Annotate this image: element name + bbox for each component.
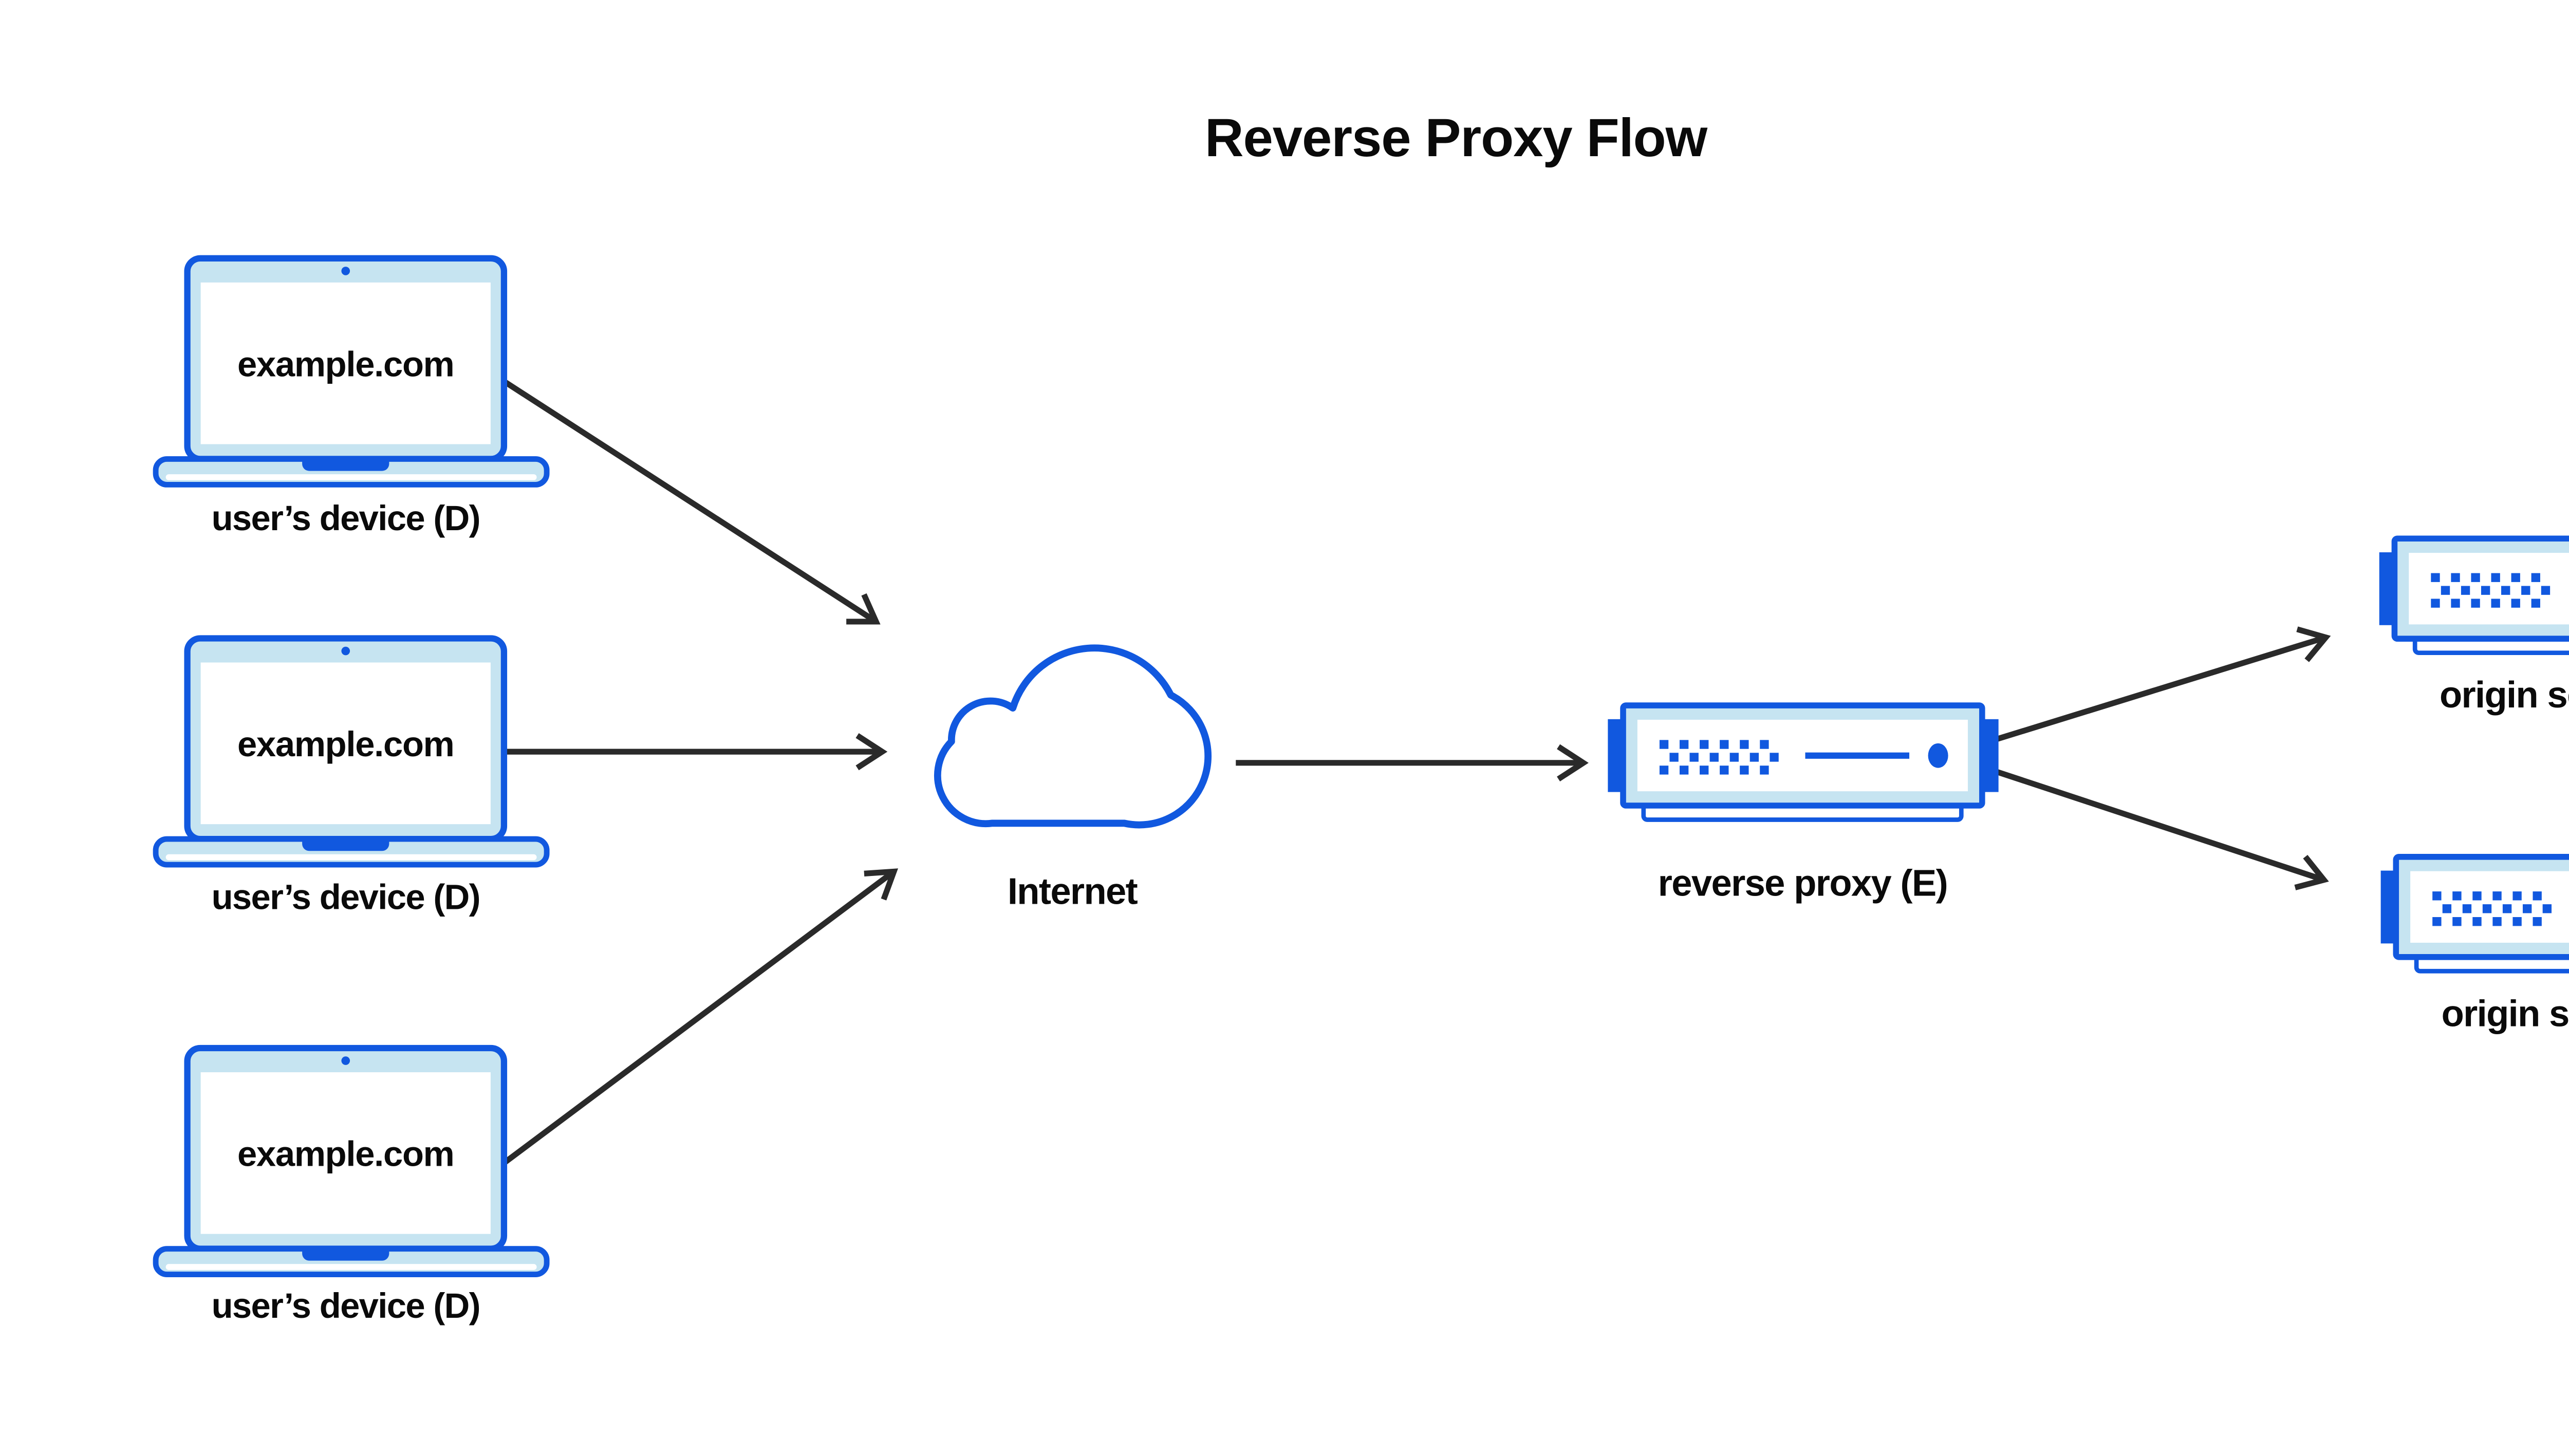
server-icon (2379, 538, 2569, 652)
device1-label: user’s device (D) (212, 498, 480, 538)
device3-label: user’s device (D) (212, 1286, 480, 1326)
arrow-device3-to-internet (501, 868, 898, 1166)
arrow-proxy-to-origin2 (1991, 767, 2329, 890)
device2-screen-text: example.com (237, 724, 454, 764)
device3-screen-text: example.com (237, 1134, 454, 1174)
arrow-device2-to-internet (501, 733, 888, 771)
arrowhead-icon (2296, 626, 2331, 662)
internet-label: Internet (1008, 871, 1138, 912)
arrowhead-icon (1557, 744, 1589, 781)
flow-arrows (501, 380, 2331, 1166)
cloud-icon (934, 644, 1212, 829)
arrowhead-icon (846, 593, 881, 625)
origin-server1-label: origin server (F) (2440, 675, 2569, 716)
arrowhead-icon (2294, 854, 2329, 890)
arrow-device1-to-internet (504, 380, 881, 625)
page-title: Reverse Proxy Flow (1205, 108, 1708, 168)
device2-label: user’s device (D) (212, 877, 480, 917)
arrow-proxy-to-origin1 (1991, 626, 2331, 743)
arrow-internet-to-proxy (1236, 744, 1589, 781)
arrowhead-icon (855, 733, 888, 771)
device1-screen-text: example.com (237, 344, 454, 384)
server-icon (1608, 705, 1998, 819)
origin-server2-label: origin server (F) (2442, 994, 2569, 1035)
reverse-proxy-label: reverse proxy (E) (1658, 863, 1947, 904)
server-icon (2381, 857, 2569, 971)
arrowhead-icon (864, 868, 898, 901)
